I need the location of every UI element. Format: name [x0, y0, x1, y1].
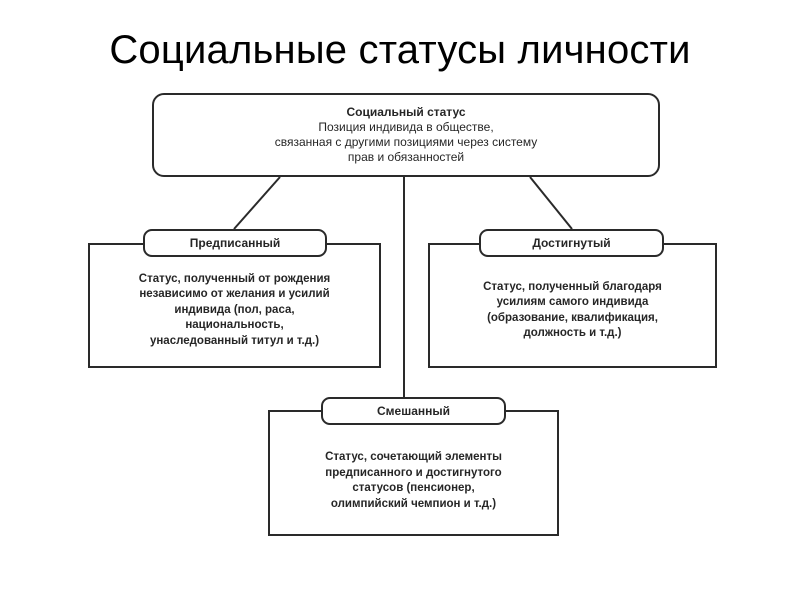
- mixed-line: статусов (пенсионер,: [352, 482, 475, 494]
- root-line: Позиция индивида в обществе,: [318, 120, 494, 134]
- box-prescribed-status: Статус, полученный от рождения независим…: [88, 243, 381, 368]
- achieved-line: усилиям самого индивида: [496, 296, 649, 308]
- achieved-line: должность и т.д.): [523, 327, 622, 339]
- connector-root-to-prescribed: [233, 176, 281, 230]
- prescribed-description: Статус, полученный от рождения независим…: [139, 272, 330, 350]
- achieved-description: Статус, полученный благодаря усилиям сам…: [483, 280, 662, 342]
- slide-title: Социальные статусы личности: [109, 28, 691, 72]
- mixed-description: Статус, сочетающий элементы предписанног…: [325, 450, 502, 512]
- root-box-social-status: Социальный статус Позиция индивида в общ…: [152, 93, 660, 177]
- label-prescribed: Предписанный: [143, 229, 327, 257]
- root-heading: Социальный статус: [346, 105, 466, 119]
- achieved-line: (образование, квалификация,: [487, 311, 658, 324]
- prescribed-line: независимо от желания и усилий: [139, 288, 330, 301]
- prescribed-line: национальность,: [185, 319, 284, 332]
- mixed-line: предписанного и достигнутого: [325, 466, 502, 479]
- root-line: прав и обязанностей: [347, 150, 465, 164]
- achieved-line: Статус, полученный благодаря: [483, 280, 662, 293]
- connector-root-to-achieved: [529, 176, 573, 230]
- prescribed-line: Статус, полученный от рождения: [138, 272, 331, 285]
- label-achieved: Достигнутый: [479, 229, 664, 257]
- mixed-line: олимпийский чемпион и т.д.): [330, 497, 497, 510]
- root-line: связанная с другими позициями через сист…: [274, 135, 538, 149]
- prescribed-line: унаследованный титул и т.д.): [149, 334, 320, 347]
- label-mixed: Смешанный: [321, 397, 506, 425]
- box-mixed-status: Статус, сочетающий элементы предписанног…: [268, 410, 559, 536]
- prescribed-line: индивида (пол, раса,: [174, 303, 295, 316]
- mixed-line: Статус, сочетающий элементы: [325, 451, 502, 463]
- box-achieved-status: Статус, полученный благодаря усилиям сам…: [428, 243, 717, 368]
